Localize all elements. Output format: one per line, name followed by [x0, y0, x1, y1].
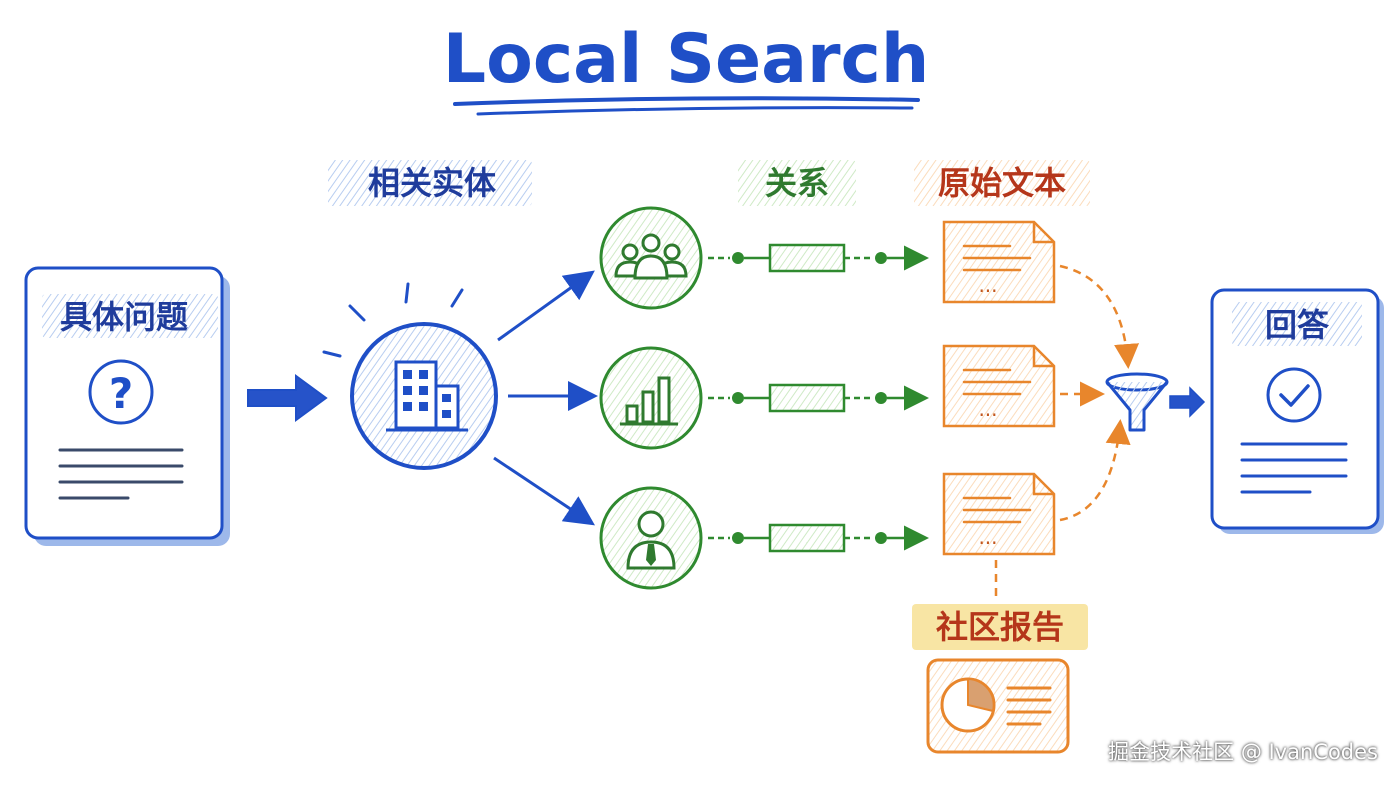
doc-dots: ... — [978, 273, 997, 297]
page-title: Local Search — [443, 20, 929, 99]
row-person: ... — [599, 472, 1056, 590]
raw-text-label-highlight — [914, 160, 1090, 206]
answer-card: 回答 — [1210, 288, 1384, 534]
person-dot-1 — [732, 532, 744, 544]
answer-label-highlight — [1232, 302, 1362, 346]
check-circle-icon — [1266, 367, 1322, 423]
entities-label: 相关实体 — [368, 164, 496, 202]
group-dot-1 — [732, 252, 744, 264]
funnel-to-answer-arrow — [1169, 386, 1206, 418]
document-icon: ... — [942, 220, 1056, 304]
community-report-group: 社区报告 — [912, 604, 1088, 754]
relations-label: 关系 — [765, 164, 829, 202]
person-dot-2 — [875, 532, 887, 544]
people-group-icon — [614, 233, 688, 280]
group-dot-2 — [875, 252, 887, 264]
person-node-circle — [599, 486, 703, 590]
relations-label-highlight — [738, 160, 856, 206]
row-chart: ... — [599, 344, 1056, 450]
title-group: Local Search — [443, 20, 929, 116]
row-group: ... — [599, 206, 1056, 310]
building-icon — [386, 360, 468, 432]
question-text-lines — [58, 448, 184, 500]
community-report-label-highlight — [912, 604, 1088, 650]
entity-to-group-arrow — [497, 270, 595, 342]
question-label-highlight — [42, 294, 218, 338]
doc-dots: ... — [978, 397, 997, 421]
funnel-icon — [1105, 372, 1169, 432]
entity-spark-lines — [322, 282, 464, 358]
question-to-entity-arrow — [247, 374, 328, 422]
entity-to-person-arrow — [493, 456, 595, 526]
title-underline — [453, 96, 920, 106]
title-underline-2 — [476, 106, 914, 116]
doc-dots: ... — [978, 525, 997, 549]
answer-text-lines — [1240, 442, 1348, 494]
raw-text-label-group: 原始文本 — [914, 160, 1090, 206]
entity-branch-arrows — [493, 270, 598, 526]
entities-label-group: 相关实体 — [328, 160, 532, 206]
doc-to-funnel-arrows — [1059, 264, 1140, 522]
chart-dot-1 — [732, 392, 744, 404]
pie-report-icon — [940, 677, 1052, 733]
person-relation-box — [768, 523, 846, 553]
doc3-to-funnel-arrow — [1059, 419, 1131, 522]
question-circle-icon: ? — [88, 359, 154, 425]
document-icon: ... — [942, 472, 1056, 556]
raw-text-label: 原始文本 — [938, 164, 1066, 202]
community-report-label: 社区报告 — [936, 608, 1064, 646]
group-relation-box — [768, 243, 846, 273]
chart-relation-box — [768, 383, 846, 413]
entities-label-highlight — [328, 160, 532, 206]
answer-label: 回答 — [1265, 306, 1330, 344]
relations-label-group: 关系 — [738, 160, 856, 206]
svg-text:?: ? — [109, 369, 133, 418]
question-card: 具体问题 ? — [24, 266, 230, 546]
watermark-text: 掘金技术社区 @ IvanCodes — [1108, 740, 1378, 764]
person-tie-icon — [626, 510, 676, 570]
entity-node — [322, 282, 498, 470]
chart-dot-2 — [875, 392, 887, 404]
document-icon: ... — [942, 344, 1056, 428]
bar-chart-icon — [620, 376, 678, 426]
question-label: 具体问题 — [60, 298, 188, 336]
doc1-to-funnel-arrow — [1059, 264, 1140, 369]
